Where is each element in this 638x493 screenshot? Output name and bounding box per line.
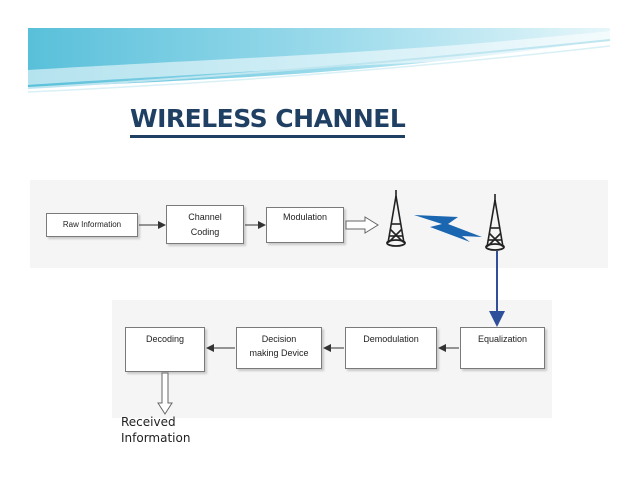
channel-coding-box: Channel Coding (166, 205, 244, 244)
raw-information-label: Raw Information (62, 220, 122, 229)
equalization-label: Equalization (477, 334, 528, 344)
received-information-label: Received Information (121, 414, 211, 446)
received-information-line2: Information (121, 431, 191, 445)
equalization-box: Equalization (460, 327, 545, 369)
channel-coding-label-line2: Coding (190, 227, 220, 237)
raw-information-box: Raw Information (46, 213, 138, 237)
decision-label-line1: Decision (261, 334, 297, 344)
modulation-box: Modulation (266, 207, 344, 243)
demodulation-label: Demodulation (363, 334, 419, 344)
demodulation-box: Demodulation (345, 327, 437, 369)
decoding-label: Decoding (145, 334, 185, 344)
decision-label-line2: making Device (249, 348, 309, 358)
channel-coding-label-line1: Channel (188, 212, 222, 222)
header-wave-banner (27, 28, 611, 93)
slide-title: WIRELESS CHANNEL (130, 104, 406, 138)
decoding-box: Decoding (125, 327, 205, 372)
received-information-line1: Received (121, 415, 176, 429)
modulation-label: Modulation (282, 212, 328, 222)
decision-making-device-box: Decision making Device (236, 327, 322, 369)
